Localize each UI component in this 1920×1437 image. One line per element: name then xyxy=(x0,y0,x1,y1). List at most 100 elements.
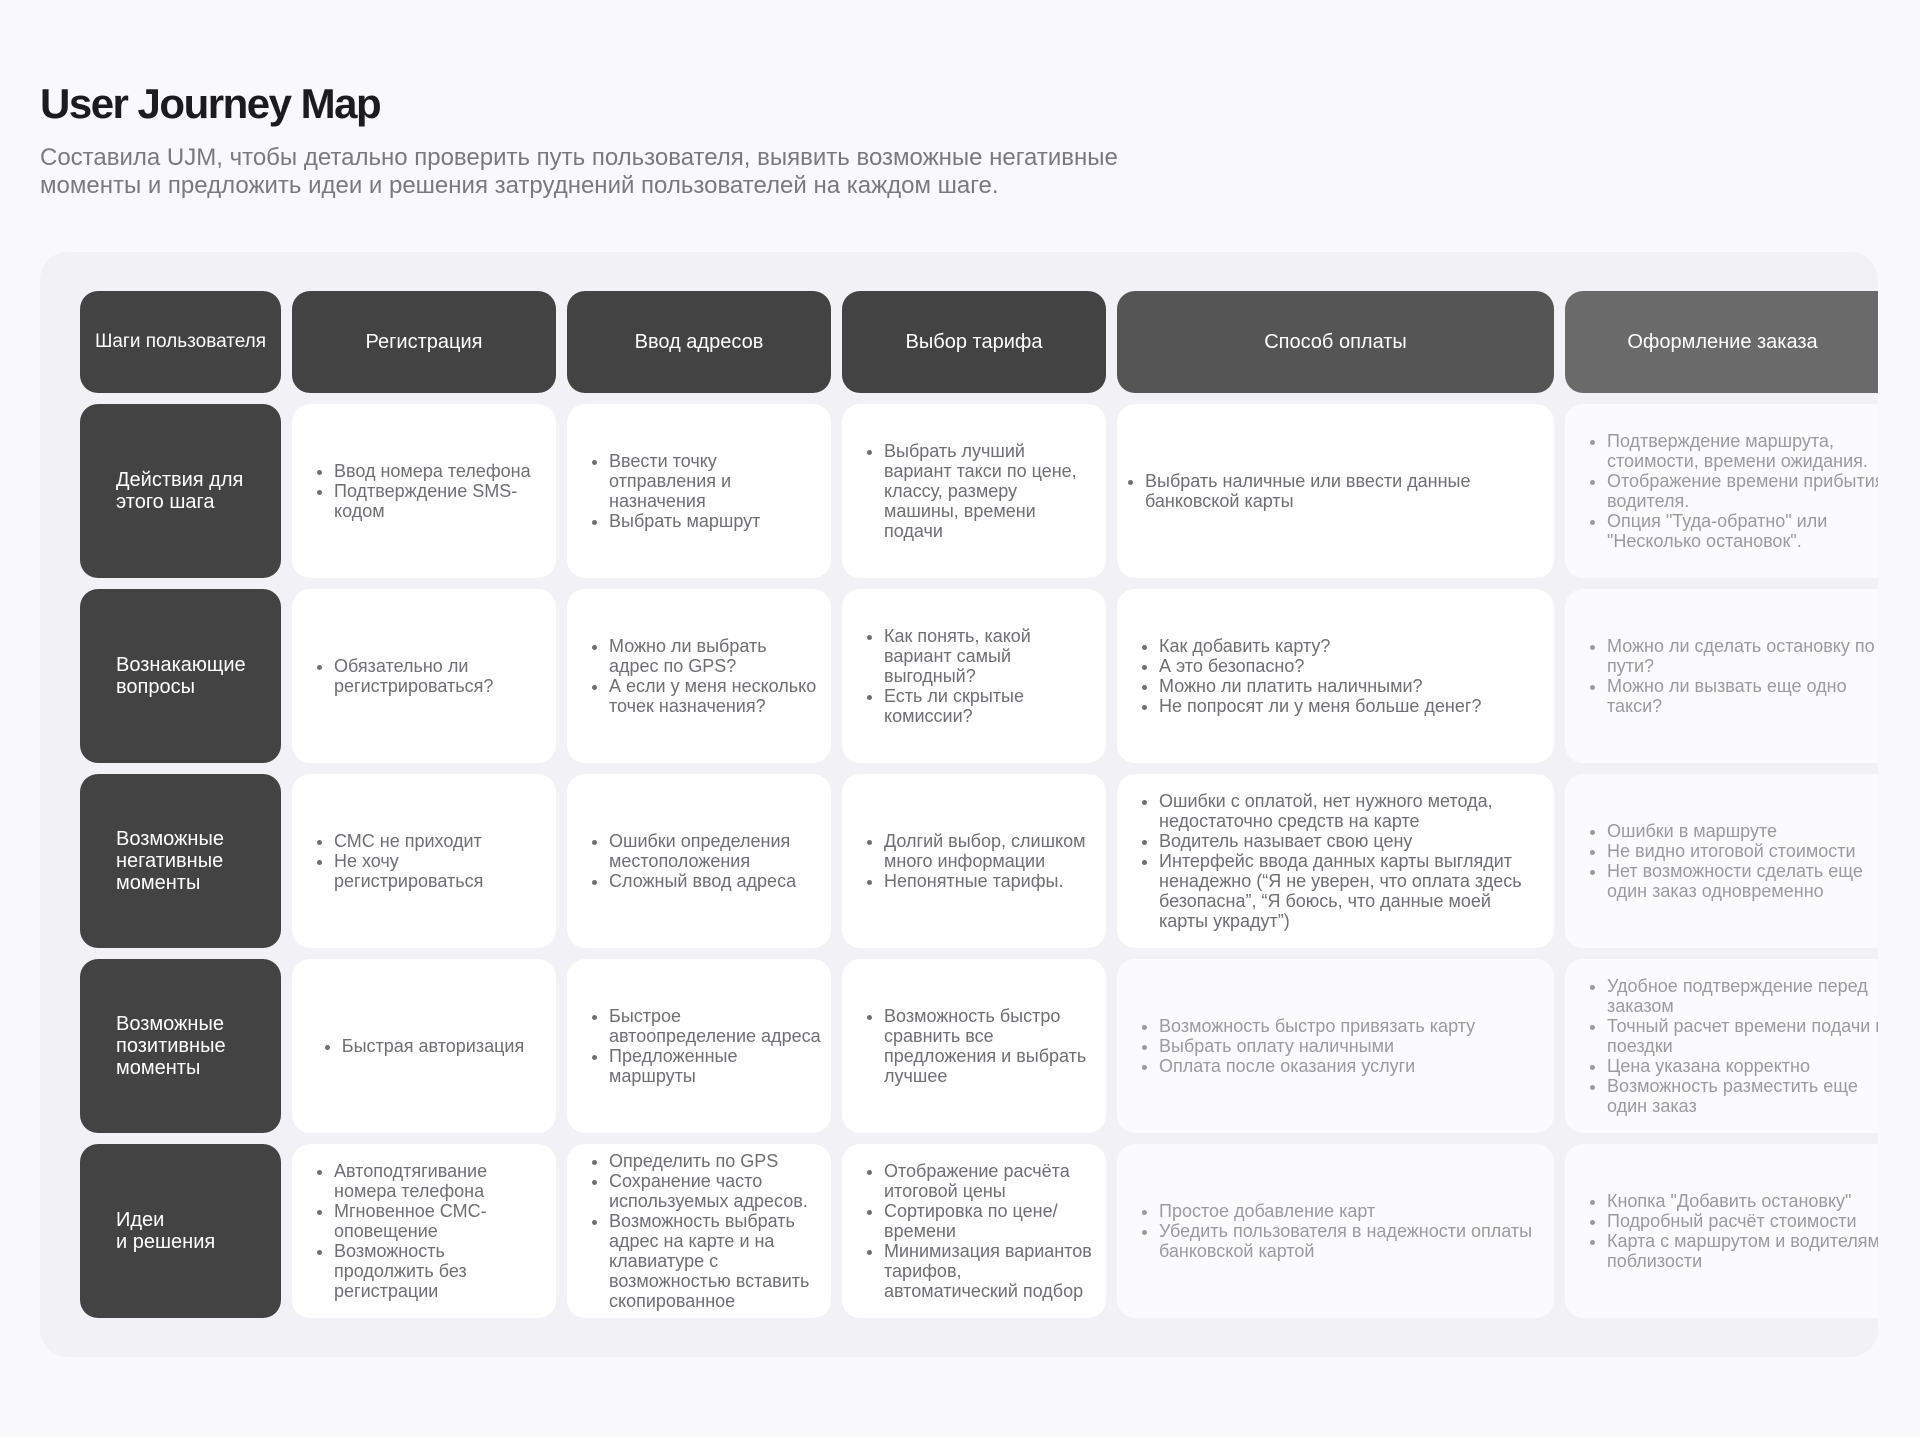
list-item: Нет возможности сделать еще один заказ о… xyxy=(1607,861,1863,901)
bullet-list: Долгий выбор, слишком много информацииНе… xyxy=(866,831,1096,891)
list-item: Оплата после оказания услуги xyxy=(1159,1056,1475,1076)
list-item: Сохранение часто используемых адресов. xyxy=(609,1171,821,1211)
list-item: Убедить пользователя в надежности оплаты… xyxy=(1159,1221,1544,1261)
list-item: Кнопка "Добавить остановку" xyxy=(1607,1191,1878,1211)
list-item: Выбрать оплату наличными xyxy=(1159,1036,1475,1056)
cell-ideas-solutions-registration: Автоподтягивание номера телефонаМгновенн… xyxy=(292,1144,556,1318)
row-header-ideas-solutions: Идеи и решения xyxy=(80,1144,281,1318)
list-item: Простое добавление карт xyxy=(1159,1201,1544,1221)
bullet-list: Можно ли выбрать адрес по GPS?А если у м… xyxy=(591,636,821,716)
list-item: Как добавить карту? xyxy=(1159,636,1481,656)
bullet-list: Ошибки в маршрутеНе видно итоговой стоим… xyxy=(1589,821,1863,901)
list-item: Непонятные тарифы. xyxy=(884,871,1096,891)
cell-positive-moments-address-input: Быстрое автоопределение адресаПредложенн… xyxy=(567,959,831,1133)
bullet-list: Возможность быстро привязать картуВыбрат… xyxy=(1141,1016,1475,1076)
bullet-list: Определить по GPSСохранение часто исполь… xyxy=(591,1151,821,1311)
list-item: СМС не приходит xyxy=(334,831,546,851)
column-header-order-placement: Оформление заказа xyxy=(1565,291,1878,393)
bullet-list: Ошибки определения местоположенияСложный… xyxy=(591,831,821,891)
cell-actions-payment-method: Выбрать наличные или ввести данные банко… xyxy=(1117,404,1554,578)
list-item: Долгий выбор, слишком много информации xyxy=(884,831,1096,871)
list-item: Не видно итоговой стоимости xyxy=(1607,841,1863,861)
cell-questions-order-placement: Можно ли сделать остановку по пути?Можно… xyxy=(1565,589,1878,763)
cell-actions-registration: Ввод номера телефонаПодтверждение SMS-ко… xyxy=(292,404,556,578)
bullet-list: Ввести точку отправления и назначенияВыб… xyxy=(591,451,821,531)
bullet-list: Быстрая авторизация xyxy=(324,1036,524,1056)
list-item: Предложенные маршруты xyxy=(609,1046,821,1086)
list-item: Возможность быстро привязать карту xyxy=(1159,1016,1475,1036)
cell-positive-moments-tariff-choice: Возможность быстро сравнить все предложе… xyxy=(842,959,1106,1133)
bullet-list: Ввод номера телефонаПодтверждение SMS-ко… xyxy=(316,461,546,521)
cell-ideas-solutions-address-input: Определить по GPSСохранение часто исполь… xyxy=(567,1144,831,1318)
cell-negative-moments-registration: СМС не приходитНе хочу регистрироваться xyxy=(292,774,556,948)
cell-questions-registration: Обязательно ли регистрироваться? xyxy=(292,589,556,763)
bullet-list: Автоподтягивание номера телефонаМгновенн… xyxy=(316,1161,546,1301)
row-header-label: Действия для этого шага xyxy=(116,469,244,513)
row-header-negative-moments: Возможные негативные моменты xyxy=(80,774,281,948)
cell-positive-moments-registration: Быстрая авторизация xyxy=(292,959,556,1133)
cell-actions-order-placement: Подтверждение маршрута, стоимости, време… xyxy=(1565,404,1878,578)
cell-ideas-solutions-order-placement: Кнопка "Добавить остановку"Подробный рас… xyxy=(1565,1144,1878,1318)
list-item: Опция "Туда-обратно" или "Несколько оста… xyxy=(1607,511,1878,551)
row-header-label: Возможные негативные моменты xyxy=(116,828,224,894)
bullet-list: Выбрать лучший вариант такси по цене, кл… xyxy=(866,441,1096,541)
list-item: А это безопасно? xyxy=(1159,656,1481,676)
list-item: Ввод номера телефона xyxy=(334,461,546,481)
bullet-list: Как понять, какой вариант самый выгодный… xyxy=(866,626,1096,726)
page-subtitle: Составила UJM, чтобы детально проверить … xyxy=(40,144,1118,199)
cell-questions-address-input: Можно ли выбрать адрес по GPS?А если у м… xyxy=(567,589,831,763)
list-item: Возможность выбрать адрес на карте и на … xyxy=(609,1211,821,1311)
row-header-label: Идеи и решения xyxy=(116,1209,216,1253)
list-item: Автоподтягивание номера телефона xyxy=(334,1161,546,1201)
bullet-list: СМС не приходитНе хочу регистрироваться xyxy=(316,831,546,891)
list-item: А если у меня несколько точек назначения… xyxy=(609,676,821,716)
row-header-actions: Действия для этого шага xyxy=(80,404,281,578)
list-item: Водитель называет свою цену xyxy=(1159,831,1544,851)
list-item: Не попросят ли у меня больше денег? xyxy=(1159,696,1481,716)
column-header-registration: Регистрация xyxy=(292,291,556,393)
list-item: Как понять, какой вариант самый выгодный… xyxy=(884,626,1096,686)
list-item: Ошибки определения местоположения xyxy=(609,831,821,871)
list-item: Минимизация вариантов тарифов, автоматич… xyxy=(884,1241,1096,1301)
list-item: Можно ли сделать остановку по пути? xyxy=(1607,636,1875,676)
cell-ideas-solutions-tariff-choice: Отображение расчёта итоговой ценыСортиро… xyxy=(842,1144,1106,1318)
list-item: Определить по GPS xyxy=(609,1151,821,1171)
cell-positive-moments-order-placement: Удобное подтверждение перед заказомТочны… xyxy=(1565,959,1878,1133)
bullet-list: Простое добавление картУбедить пользоват… xyxy=(1141,1201,1544,1261)
row-header-positive-moments: Возможные позитивные моменты xyxy=(80,959,281,1133)
list-item: Ошибки в маршруте xyxy=(1607,821,1863,841)
bullet-list: Как добавить карту?А это безопасно?Можно… xyxy=(1141,636,1481,716)
bullet-list: Подтверждение маршрута, стоимости, време… xyxy=(1589,431,1878,551)
bullet-list: Быстрое автоопределение адресаПредложенн… xyxy=(591,1006,821,1086)
bullet-list: Обязательно ли регистрироваться? xyxy=(316,656,546,696)
row-header-label: Вознакающие вопросы xyxy=(116,654,246,698)
row-header-questions: Вознакающие вопросы xyxy=(80,589,281,763)
list-item: Мгновенное СМС-оповещение xyxy=(334,1201,546,1241)
cell-questions-tariff-choice: Как понять, какой вариант самый выгодный… xyxy=(842,589,1106,763)
list-item: Карта с маршрутом и водителями поблизост… xyxy=(1607,1231,1878,1271)
cell-actions-tariff-choice: Выбрать лучший вариант такси по цене, кл… xyxy=(842,404,1106,578)
bullet-list: Отображение расчёта итоговой ценыСортиро… xyxy=(866,1161,1096,1301)
bullet-list: Можно ли сделать остановку по пути?Можно… xyxy=(1589,636,1875,716)
bullet-list: Ошибки с оплатой, нет нужного метода, не… xyxy=(1141,791,1544,931)
cell-ideas-solutions-payment-method: Простое добавление картУбедить пользоват… xyxy=(1117,1144,1554,1318)
list-item: Не хочу регистрироваться xyxy=(334,851,546,891)
bullet-list: Кнопка "Добавить остановку"Подробный рас… xyxy=(1589,1191,1878,1271)
list-item: Подтверждение маршрута, стоимости, време… xyxy=(1607,431,1878,471)
cell-actions-address-input: Ввести точку отправления и назначенияВыб… xyxy=(567,404,831,578)
cell-questions-payment-method: Как добавить карту?А это безопасно?Можно… xyxy=(1117,589,1554,763)
list-item: Удобное подтверждение перед заказом xyxy=(1607,976,1878,1016)
list-item: Отображение времени прибытия водителя. xyxy=(1607,471,1878,511)
list-item: Сортировка по цене/времени xyxy=(884,1201,1096,1241)
corner-header: Шаги пользователя xyxy=(80,291,281,393)
list-item: Быстрое автоопределение адреса xyxy=(609,1006,821,1046)
list-item: Ввести точку отправления и назначения xyxy=(609,451,821,511)
list-item: Подтверждение SMS-кодом xyxy=(334,481,546,521)
list-item: Возможность быстро сравнить все предложе… xyxy=(884,1006,1096,1086)
column-header-tariff-choice: Выбор тарифа xyxy=(842,291,1106,393)
list-item: Возможность продолжить без регистрации xyxy=(334,1241,546,1301)
cell-negative-moments-address-input: Ошибки определения местоположенияСложный… xyxy=(567,774,831,948)
journey-map-board: Шаги пользователя Регистрация Ввод адрес… xyxy=(40,252,1878,1357)
list-item: Точный расчет времени подачи и поездки xyxy=(1607,1016,1878,1056)
page-title: User Journey Map xyxy=(40,80,382,127)
